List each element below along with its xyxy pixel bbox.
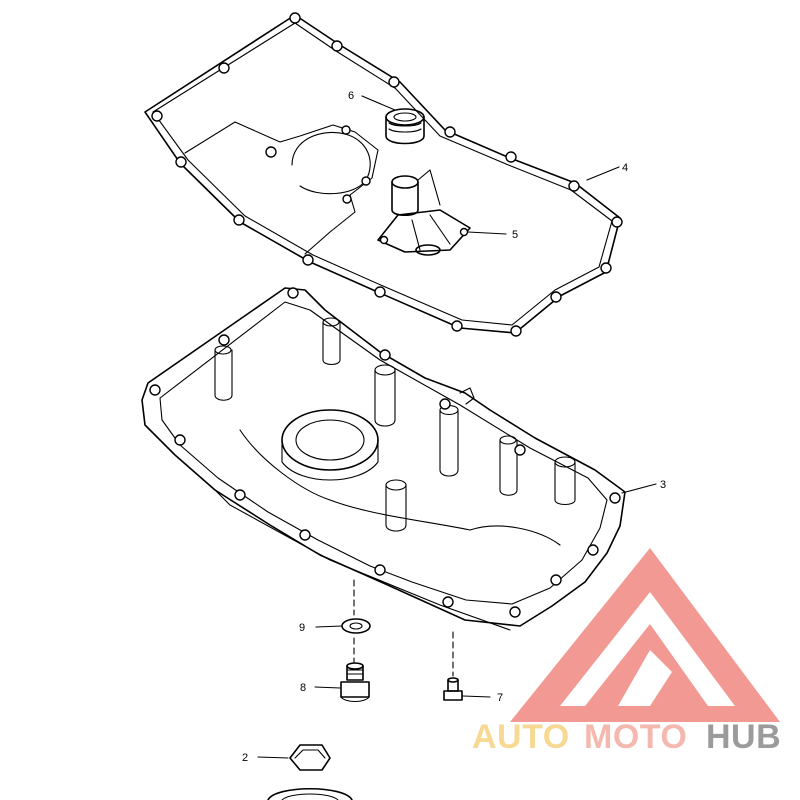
callout-labels: 2 3 4 5 6 7 8 9 — [242, 90, 666, 764]
gasket-part — [144, 12, 623, 337]
callout-3: 3 — [660, 479, 666, 491]
oil-pan-part — [141, 287, 626, 631]
oil-plug-part — [385, 108, 425, 145]
drain-bolt-part — [340, 637, 370, 703]
callout-2: 2 — [242, 752, 248, 764]
watermark-text-moto: MOTO — [584, 718, 687, 756]
automotohub-logo: AUTO MOTO HUB — [472, 548, 781, 756]
oil-strainer-part — [377, 169, 471, 256]
callout-leaders — [257, 95, 657, 759]
callout-9: 9 — [299, 622, 305, 634]
oil-filter-part — [267, 744, 353, 800]
callout-4: 4 — [622, 162, 628, 174]
watermark-text-hub: HUB — [706, 718, 781, 756]
callout-7: 7 — [497, 692, 503, 704]
small-bolt-part — [443, 631, 463, 701]
callout-5: 5 — [512, 229, 518, 241]
watermark-text-auto: AUTO — [472, 718, 570, 756]
callout-6: 6 — [348, 90, 354, 102]
callout-8: 8 — [300, 682, 306, 694]
washer-part — [341, 579, 371, 634]
